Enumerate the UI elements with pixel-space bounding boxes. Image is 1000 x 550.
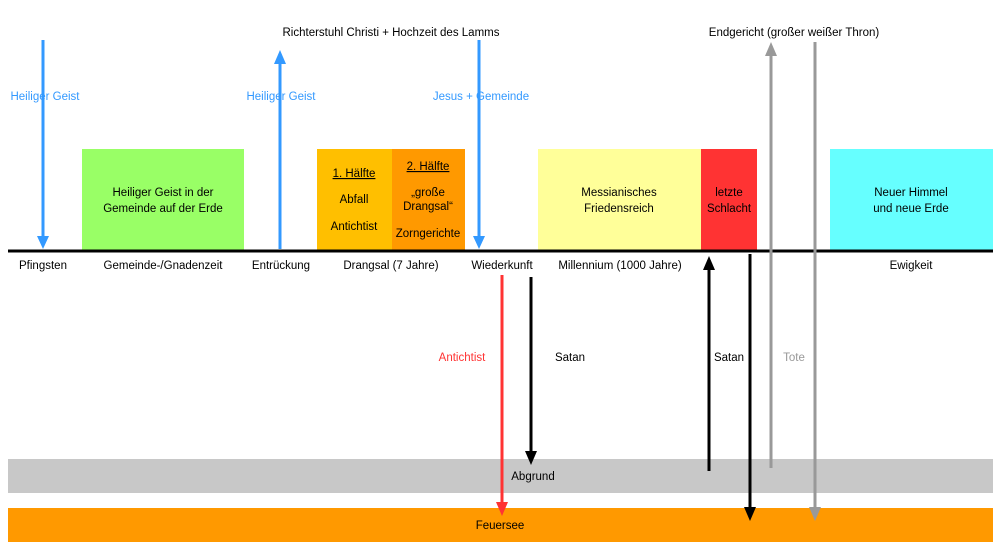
satan-label-1: Satan	[555, 352, 585, 364]
tribulation-first-half-box	[317, 149, 392, 250]
timeline-label-pentecost: Pfingsten	[19, 260, 67, 272]
millennium-text-1: Messianisches	[581, 187, 657, 199]
timeline-label-return: Wiederkunft	[471, 260, 533, 272]
new-heaven-text-1: Neuer Himmel	[874, 187, 948, 199]
millennium-box	[538, 149, 701, 250]
holy-spirit-label-1: Heiliger Geist	[10, 91, 80, 103]
second-half-heading: 2. Hälfte	[407, 161, 450, 173]
second-half-text-1: „große	[411, 187, 445, 199]
return-arrow	[473, 40, 485, 249]
holy-spirit-label-2: Heiliger Geist	[246, 91, 316, 103]
satan-released-arrow	[703, 256, 715, 471]
church-age-text-1: Heiliger Geist in der	[113, 187, 214, 199]
dead-to-fire-arrow	[809, 42, 821, 521]
antichrist-label: Antichtist	[439, 352, 486, 364]
new-heaven-box	[830, 149, 993, 250]
final-judgment-label: Endgericht (großer weißer Thron)	[709, 27, 880, 39]
last-battle-box	[701, 149, 757, 250]
dead-rise-arrow	[765, 42, 777, 468]
satan-to-abyss-arrow	[525, 277, 537, 465]
tribulation-second-half-box	[392, 149, 465, 250]
new-heaven-text-2: und neue Erde	[873, 203, 948, 215]
timeline-label-millennium: Millennium (1000 Jahre)	[558, 260, 682, 272]
abyss-label: Abgrund	[511, 471, 554, 483]
pentecost-arrow	[37, 40, 49, 249]
timeline-label-grace-age: Gemeinde-/Gnadenzeit	[104, 260, 224, 272]
satan-to-fire-arrow	[744, 254, 756, 521]
first-half-text-1: Abfall	[340, 194, 369, 206]
judgment-seat-label: Richterstuhl Christi + Hochzeit des Lamm…	[283, 27, 500, 39]
timeline-label-tribulation: Drangsal (7 Jahre)	[343, 260, 438, 272]
second-half-text-3: Zorngerichte	[396, 228, 461, 240]
antichrist-arrow	[496, 275, 508, 516]
satan-label-2: Satan	[714, 352, 744, 364]
first-half-heading: 1. Hälfte	[333, 168, 376, 180]
timeline-label-rapture: Entrückung	[252, 260, 310, 272]
dead-label: Tote	[783, 352, 805, 364]
second-half-text-2: Drangsal“	[403, 201, 453, 213]
lake-of-fire-label: Feuersee	[476, 520, 525, 532]
first-half-text-2: Antichtist	[331, 221, 378, 233]
last-battle-text-2: Schlacht	[707, 203, 752, 215]
jesus-church-label: Jesus + Gemeinde	[433, 91, 529, 103]
timeline-label-eternity: Ewigkeit	[890, 260, 934, 272]
lake-of-fire-band	[8, 508, 993, 542]
last-battle-text-1: letzte	[715, 187, 743, 199]
church-age-text-2: Gemeinde auf der Erde	[103, 203, 223, 215]
rapture-arrow	[274, 50, 286, 249]
millennium-text-2: Friedensreich	[584, 203, 654, 215]
church-age-box	[82, 149, 244, 250]
